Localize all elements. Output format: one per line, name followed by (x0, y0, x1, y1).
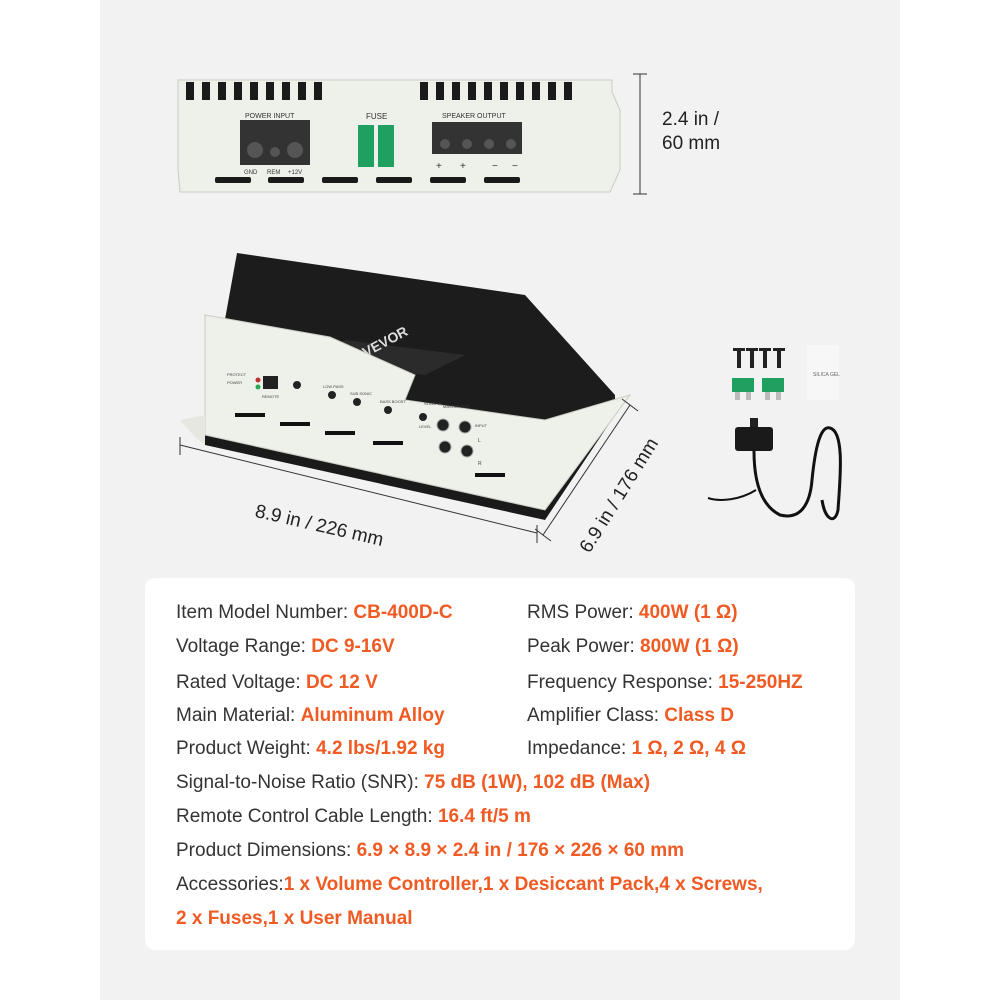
spec-label: Peak Power: (527, 636, 640, 657)
power-input-label: POWER INPUT (245, 113, 295, 120)
bass-boost-label: BASS BOOST (380, 399, 406, 404)
polarity-label: − (492, 161, 498, 172)
power-input-terminal (240, 120, 310, 165)
polarity-label: + (460, 161, 466, 172)
spec-row: 2 x Fuses,1 x User Manual (176, 908, 413, 930)
remote-label: REMOTE (262, 394, 279, 399)
remote-port (263, 376, 278, 389)
speaker-output-label: SPEAKER OUTPUT (442, 113, 507, 120)
protect-label: PROTECT (227, 372, 247, 377)
slave-in-label: SLAVE IN (424, 401, 442, 406)
spec-row: Amplifier Class: Class D (527, 705, 734, 727)
spec-value: 1 x Volume Controller,1 x Desiccant Pack… (283, 874, 763, 895)
spec-label: Signal-to-Noise Ratio (SNR): (176, 772, 425, 793)
spec-label: Rated Voltage: (176, 672, 306, 693)
spec-value: Aluminum Alloy (300, 705, 445, 726)
fuse-icon (378, 125, 394, 167)
fuse-icon (358, 125, 374, 167)
master-out-label: MASTER OUT (443, 404, 470, 409)
spec-value: 1 Ω, 2 Ω, 4 Ω (631, 738, 746, 759)
spec-label: Product Dimensions: (176, 840, 357, 861)
spec-row: Frequency Response: 15-250HZ (527, 672, 803, 694)
r-label: R (478, 461, 482, 467)
spec-value: 400W (1 Ω) (638, 602, 738, 623)
plus12v-label: +12V (288, 170, 302, 176)
gnd-label: GND (244, 170, 258, 176)
spec-row: Peak Power: 800W (1 Ω) (527, 636, 739, 658)
volume-controller-icon (707, 418, 842, 521)
spec-value: 4.2 lbs/1.92 kg (316, 738, 445, 759)
power-label: POWER (227, 380, 242, 385)
height-dim-line2: 60 mm (662, 133, 721, 154)
desiccant-label: SILICA GEL (813, 372, 840, 378)
specs-card (145, 578, 855, 950)
spec-row: Remote Control Cable Length: 16.4 ft/5 m (176, 806, 531, 828)
spec-row: Impedance: 1 Ω, 2 Ω, 4 Ω (527, 738, 746, 760)
spec-label: Main Material: (176, 705, 301, 726)
speaker-output-terminal (432, 122, 522, 154)
spec-label: RMS Power: (527, 602, 639, 623)
polarity-label: + (436, 161, 442, 172)
fuses-icon (732, 378, 784, 400)
spec-row: Signal-to-Noise Ratio (SNR): 75 dB (1W),… (176, 772, 650, 794)
spec-label: Impedance: (527, 738, 632, 759)
accessories-image: SILICA GEL (707, 345, 842, 521)
spec-row: Product Dimensions: 6.9 × 8.9 × 2.4 in /… (176, 840, 684, 862)
spec-row: RMS Power: 400W (1 Ω) (527, 602, 738, 624)
rem-label: REM (267, 170, 280, 176)
spec-value: DC 9-16V (311, 636, 395, 657)
height-dimension-line (633, 73, 647, 195)
spec-label: Remote Control Cable Length: (176, 806, 438, 827)
spec-label: Product Weight: (176, 738, 317, 759)
spec-value: 6.9 × 8.9 × 2.4 in / 176 × 226 × 60 mm (356, 840, 685, 861)
width-dimension-line (179, 437, 538, 543)
screws-icon (733, 348, 785, 368)
spec-row: Product Weight: 4.2 lbs/1.92 kg (176, 738, 445, 760)
fuse-label: FUSE (366, 112, 387, 121)
depth-dimension-line (535, 398, 639, 542)
amp-side-view: POWER INPUT FUSE SPEAKER OUTPUT GND REM … (177, 79, 621, 193)
height-dim-line1: 2.4 in / (662, 109, 720, 130)
input-label: INPUT (475, 423, 488, 428)
sub-sonic-label: SUB SONIC (350, 391, 372, 396)
level-label: LEVEL (419, 424, 432, 429)
polarity-label: − (512, 161, 518, 172)
spec-label: Frequency Response: (527, 672, 719, 693)
spec-label: Item Model Number: (176, 602, 354, 623)
spec-value: Class D (664, 705, 734, 726)
spec-value: 800W (1 Ω) (640, 636, 739, 657)
spec-value: 16.4 ft/5 m (437, 806, 531, 827)
spec-label: Accessories: (176, 874, 284, 895)
spec-row: Item Model Number: CB-400D-C (176, 602, 453, 624)
spec-value: CB-400D-C (353, 602, 453, 623)
spec-row: Voltage Range: DC 9-16V (176, 636, 395, 658)
spec-row: Accessories:1 x Volume Controller,1 x De… (176, 874, 763, 896)
l-label: L (478, 438, 481, 444)
desiccant-pack (807, 345, 839, 400)
spec-row: Main Material: Aluminum Alloy (176, 705, 445, 727)
spec-value: 2 x Fuses,1 x User Manual (176, 908, 413, 929)
spec-row: Rated Voltage: DC 12 V (176, 672, 378, 694)
spec-value: DC 12 V (305, 672, 378, 693)
height-dimension: 2.4 in / 60 mm (662, 108, 720, 156)
spec-value: 15-250HZ (718, 672, 803, 693)
amp-main-view: VEVOR PROTECT POWER REMOTE LOW PASS SUB … (180, 253, 632, 520)
low-pass-label: LOW PASS (323, 384, 344, 389)
spec-label: Amplifier Class: (527, 705, 665, 726)
spec-label: Voltage Range: (176, 636, 312, 657)
spec-value: 75 dB (1W), 102 dB (Max) (424, 772, 651, 793)
